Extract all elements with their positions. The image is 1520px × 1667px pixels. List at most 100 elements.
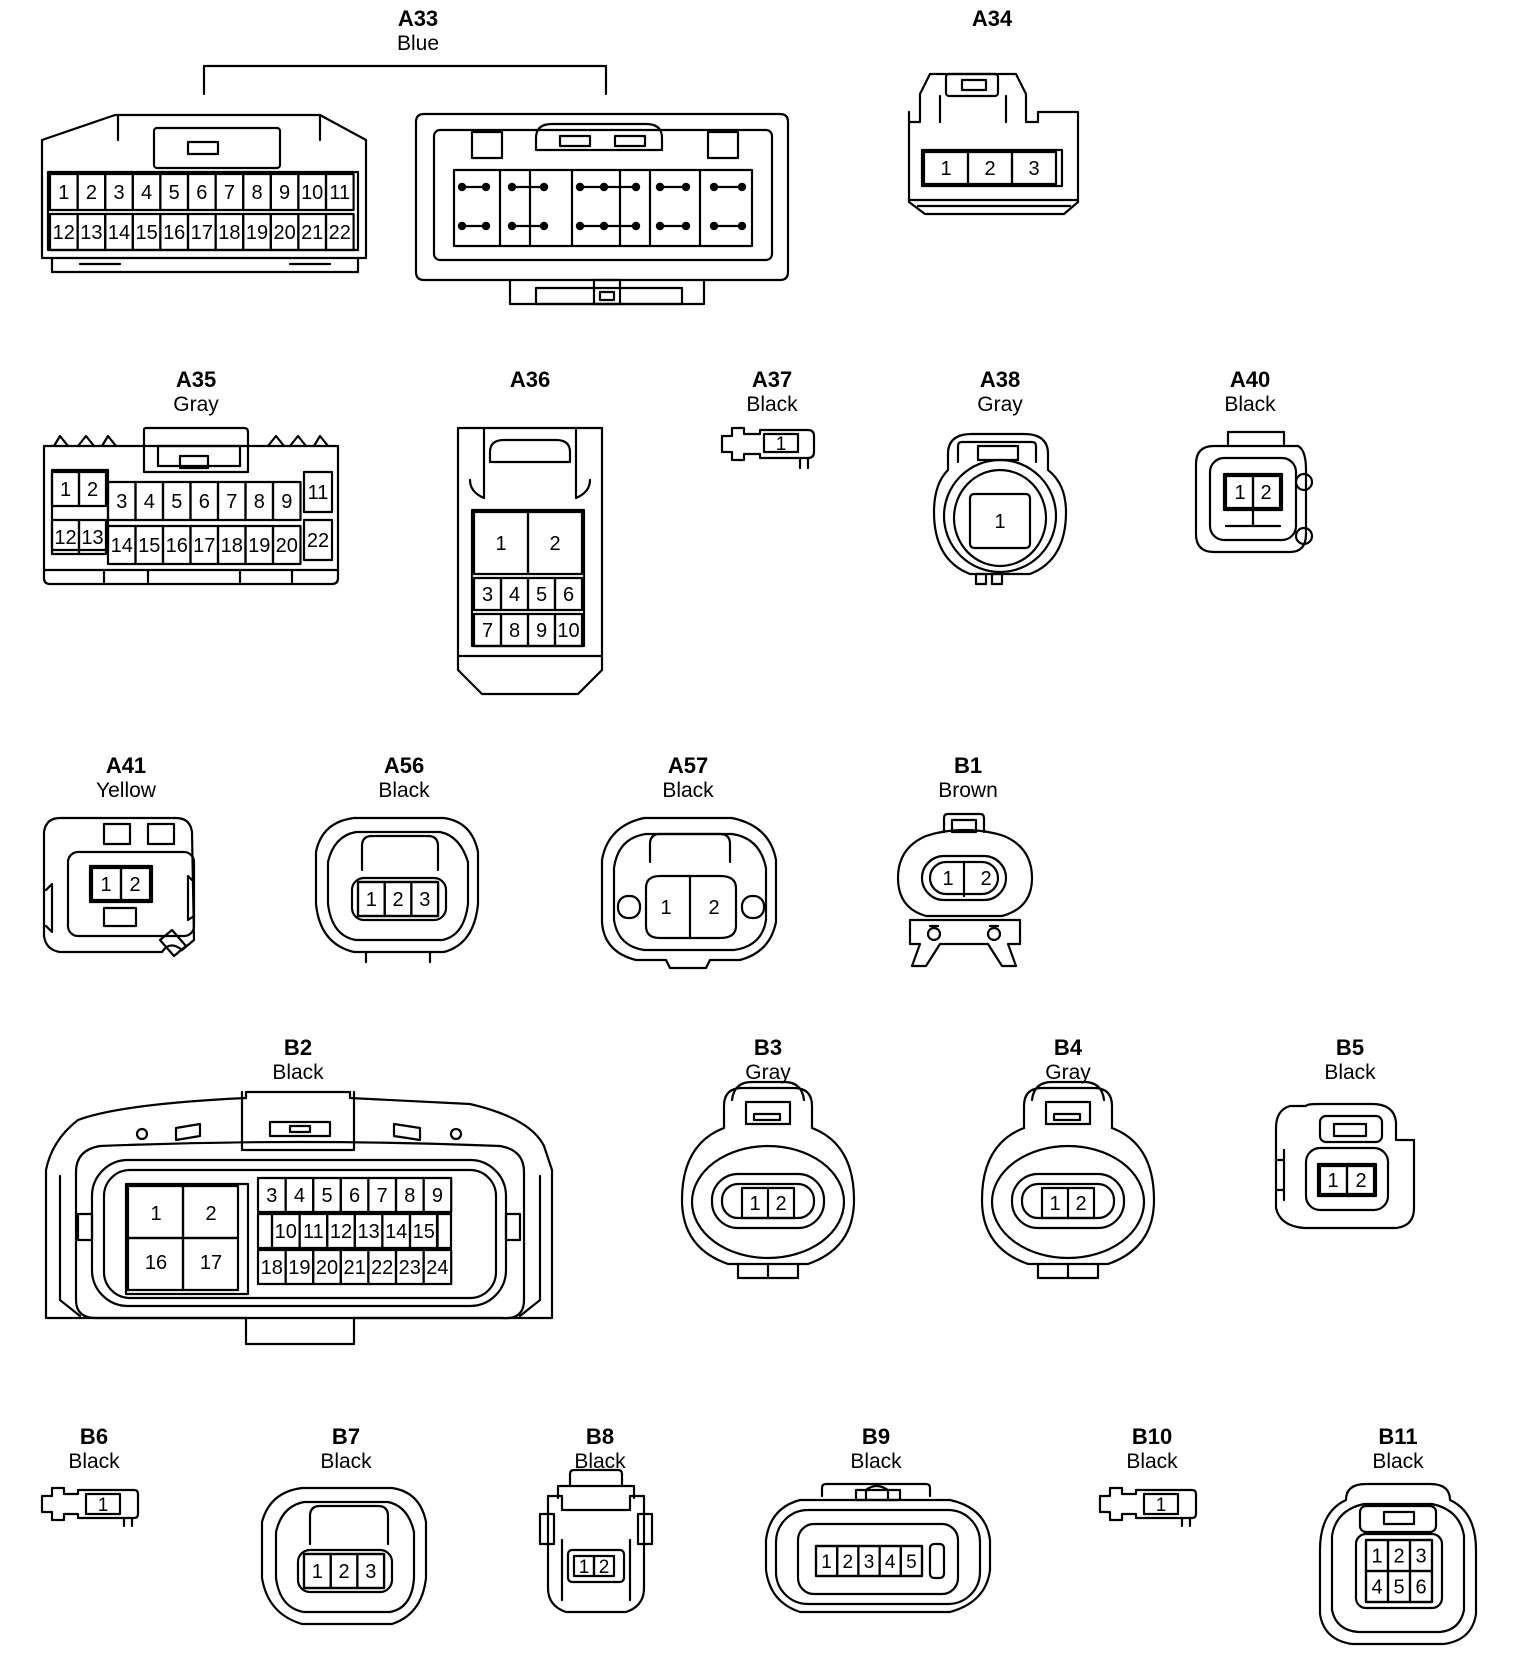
connector-color: Black	[1372, 1450, 1424, 1473]
connector-id: A37	[751, 367, 793, 392]
pin-B2-8: 6	[349, 1185, 360, 1207]
pin-A33-22: 22	[329, 222, 351, 244]
pin-B2-3: 16	[145, 1252, 167, 1274]
pin-A35-1: 1	[60, 479, 71, 501]
pin-B9-4: 4	[885, 1552, 896, 1573]
pin-A36-3: 3	[482, 584, 493, 606]
connector-label-a36: A36	[510, 369, 550, 391]
pin-A33-18: 18	[218, 222, 240, 244]
pin-A57-2: 2	[708, 897, 719, 919]
pin-B2-2: 2	[205, 1203, 216, 1225]
pin-B2-16: 14	[385, 1221, 407, 1243]
pin-A35-7: 7	[226, 491, 237, 513]
pin-A41-1: 1	[100, 874, 111, 896]
pin-A34-2: 2	[984, 158, 995, 180]
pin-B5-1: 1	[1327, 1170, 1338, 1192]
pin-B11-1: 1	[1371, 1546, 1382, 1568]
pin-A38-1: 1	[994, 511, 1005, 533]
pin-A33-21: 21	[301, 222, 323, 244]
pin-B3-1: 1	[749, 1193, 760, 1215]
connector-color: Black	[1224, 393, 1276, 416]
pin-B2-6: 4	[294, 1185, 305, 1207]
pin-A36-7: 7	[482, 620, 493, 642]
pin-B8-2: 2	[599, 1557, 610, 1578]
connector-id: B4	[1053, 1035, 1083, 1060]
pin-B2-7: 5	[321, 1185, 332, 1207]
pin-A33-1: 1	[58, 182, 69, 204]
pin-B9-5: 5	[906, 1552, 917, 1573]
pin-B11-3: 3	[1415, 1546, 1426, 1568]
connector-color: Black	[68, 1450, 120, 1473]
pin-A35-17: 17	[193, 535, 215, 557]
connector-label-a34: A34	[972, 8, 1012, 30]
connector-id: A33	[397, 6, 439, 31]
pin-B2-4: 17	[200, 1252, 222, 1274]
pin-B5-2: 2	[1355, 1170, 1366, 1192]
pin-B6-1: 1	[98, 1495, 109, 1516]
pin-A56-3: 3	[419, 889, 430, 911]
pin-A35-3: 3	[116, 491, 127, 513]
pin-A33-12: 12	[53, 222, 75, 244]
pin-A36-10: 10	[557, 620, 579, 642]
connector-id: A38	[979, 367, 1021, 392]
pin-B2-17: 15	[413, 1221, 435, 1243]
pin-B2-15: 13	[357, 1221, 379, 1243]
connector-id: A57	[667, 753, 709, 778]
pin-A35-12: 12	[54, 527, 76, 549]
pin-B7-1: 1	[312, 1561, 323, 1583]
pin-B10-1: 1	[1156, 1495, 1167, 1516]
connector-id: A41	[105, 753, 147, 778]
connector-id: A34	[971, 6, 1013, 31]
pin-A35-22: 22	[307, 530, 329, 552]
pin-A33-7: 7	[224, 182, 235, 204]
connector-color: Black	[378, 779, 430, 802]
pin-A35-4: 4	[144, 491, 155, 513]
connector-id: A40	[1229, 367, 1271, 392]
connector-id: B9	[861, 1424, 891, 1449]
connector-id: B11	[1378, 1424, 1418, 1449]
pin-B2-13: 11	[303, 1221, 324, 1243]
pin-A35-15: 15	[138, 535, 160, 557]
pin-B2-12: 10	[275, 1221, 297, 1243]
pin-B11-2: 2	[1393, 1546, 1404, 1568]
pin-A36-6: 6	[563, 584, 574, 606]
pin-B2-19: 19	[288, 1257, 310, 1279]
pin-B7-2: 2	[338, 1561, 349, 1583]
pin-A35-6: 6	[199, 491, 210, 513]
pin-A35-19: 19	[248, 535, 270, 557]
pin-A33-16: 16	[163, 222, 185, 244]
pin-A35-13: 13	[81, 527, 103, 549]
pin-A36-8: 8	[509, 620, 520, 642]
connector-color: Black	[662, 779, 714, 802]
pin-A33-19: 19	[246, 222, 268, 244]
pin-A34-3: 3	[1028, 158, 1039, 180]
connector-id: B7	[331, 1424, 361, 1449]
pin-B9-3: 3	[864, 1552, 875, 1573]
pin-B2-24: 24	[426, 1257, 448, 1279]
pin-B9-2: 2	[843, 1552, 854, 1573]
pin-A33-9: 9	[279, 182, 290, 204]
pin-A40-2: 2	[1260, 482, 1271, 504]
pin-A36-4: 4	[509, 584, 520, 606]
pin-B3-2: 2	[775, 1193, 786, 1215]
pin-B2-1: 1	[150, 1203, 161, 1225]
pin-A35-11: 11	[308, 482, 329, 504]
pin-A33-3: 3	[113, 182, 124, 204]
connector-id: A36	[509, 367, 551, 392]
pin-B2-9: 7	[377, 1185, 388, 1207]
connector-color: Gray	[1045, 1061, 1091, 1084]
pin-A34-1: 1	[940, 158, 951, 180]
